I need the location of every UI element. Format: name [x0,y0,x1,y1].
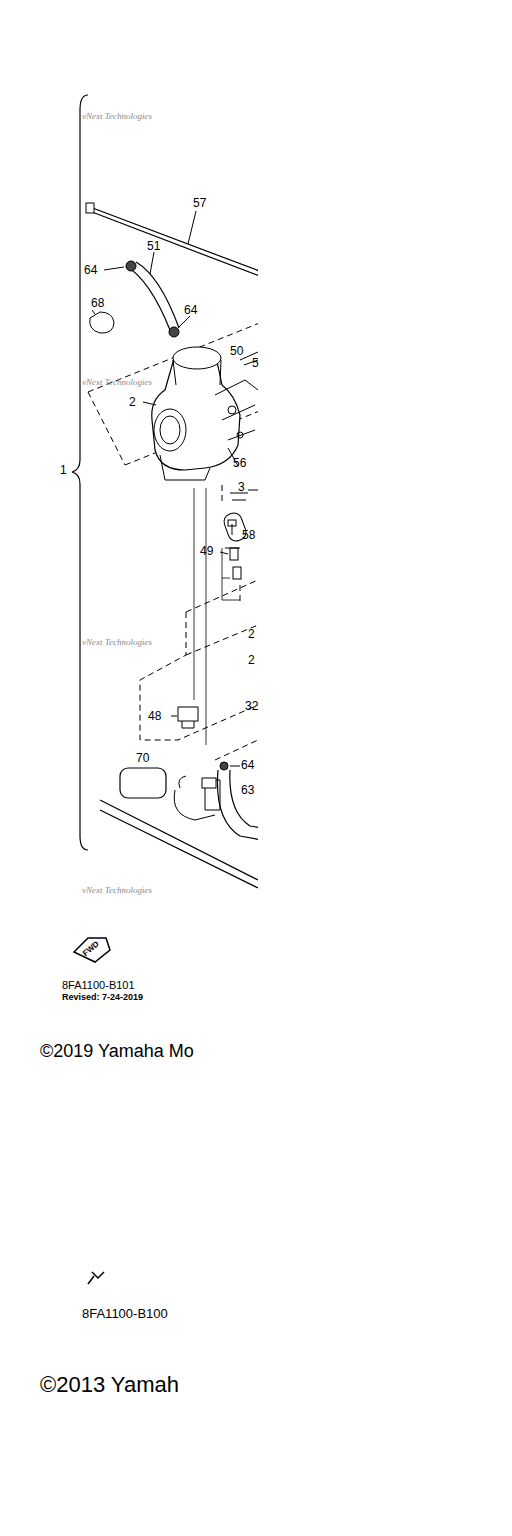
callout-number: 2 [129,396,136,408]
copyright: ©2019 Yamaha Mo [40,1042,194,1060]
callout-number: 64 [241,759,254,771]
callout-number: 2 [248,628,255,640]
callout-number: 58 [242,529,255,541]
callout-number: 57 [193,197,206,209]
callout-number: 64 [184,304,197,316]
callout-number: 50 [230,345,243,357]
callout-number: 3 [238,481,245,493]
drawing-number: 8FA1100-B101 [62,980,135,991]
callout-number: 48 [148,710,161,722]
callout-number: 32 [245,700,258,712]
drawing-number: 8FA1100-B100 [82,1307,168,1320]
callout-number: 51 [147,240,160,252]
watermark: vNext Technologies [82,886,152,895]
callout-number: 56 [233,457,246,469]
callout-number: 63 [241,784,254,796]
callout-number: 70 [136,752,149,764]
watermark: vNext Technologies [82,112,152,121]
callout-number: 5 [252,357,259,369]
watermark: vNext Technologies [82,638,152,647]
revision-date: Revised: 7-24-2019 [62,993,143,1002]
watermark: vNext Technologies [82,378,152,387]
callout-number: 68 [91,297,104,309]
callout-number: 64 [84,264,97,276]
callout-number: 49 [200,545,213,557]
callout-number: 2 [248,654,255,666]
copyright: ©2013 Yamah [40,1374,179,1396]
callout-number: 1 [60,464,67,476]
